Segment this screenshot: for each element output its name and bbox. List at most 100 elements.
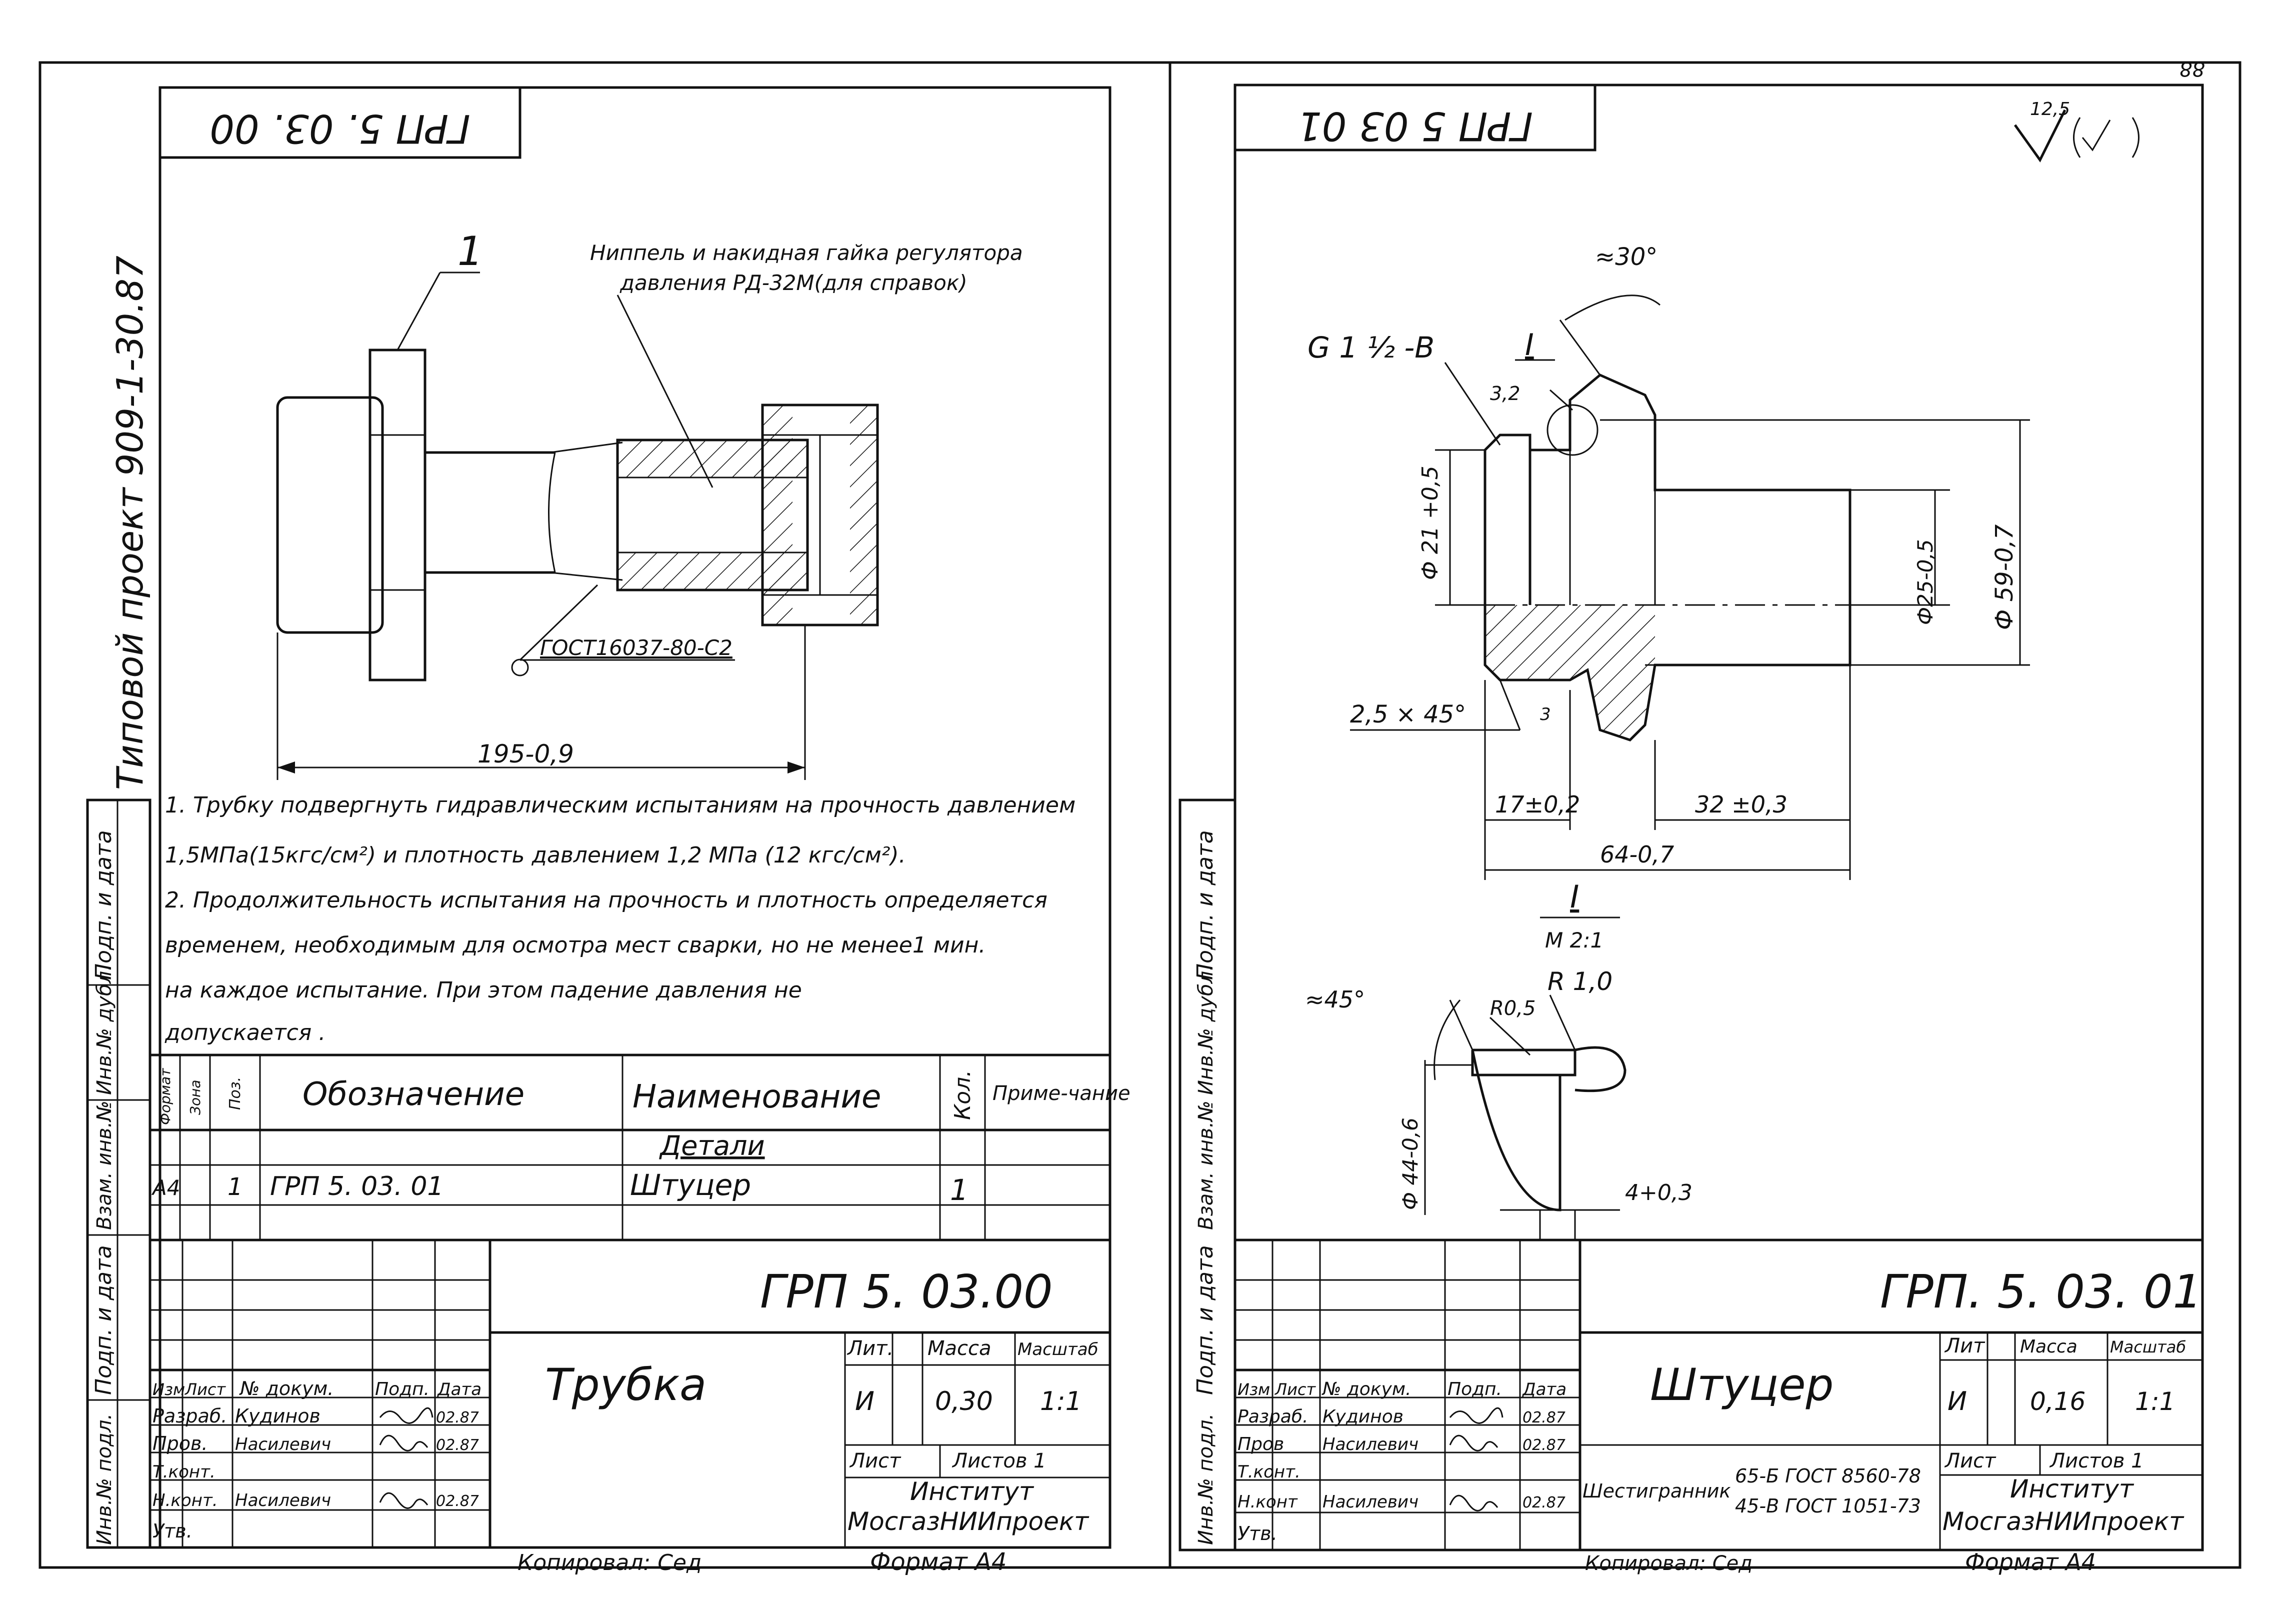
left-stamp-box [158, 86, 522, 159]
spec-header-qty: Кол. [950, 1070, 976, 1120]
left-col-label-4: Подп. [375, 1379, 430, 1400]
right-col-label-5: Дата [1522, 1380, 1566, 1400]
spec-row-qty: 1 [950, 1173, 968, 1207]
right-side-label-5: Инв.№ подл. [1194, 1414, 1218, 1545]
right-org-line-1: Институт [2010, 1474, 2134, 1504]
left-side-label-3: Взам. инв.№ [93, 1100, 116, 1230]
left-copied-label: Копировал: Сед [518, 1550, 702, 1576]
sheet-number: 88 [2180, 57, 2205, 80]
left-role-3: Т.конт. [152, 1462, 216, 1482]
right-role-4: Н.конт [1238, 1492, 1298, 1512]
spec-row-format: А4 [151, 1176, 180, 1200]
chamfer-label: 2,5 × 45° [1350, 700, 1466, 728]
left-col-label-2: Лист [184, 1380, 226, 1399]
detail-r-large: R 1,0 [1548, 967, 1612, 996]
detail-angle: ≈45° [1305, 986, 1365, 1013]
spec-header-format: Формат [157, 1068, 174, 1125]
spec-header-note: Приме-чание [992, 1082, 1130, 1105]
right-title: Штуцер [1650, 1359, 1834, 1410]
right-lit-value: И [1948, 1386, 1967, 1416]
spec-row-designation: ГРП 5. 03. 01 [270, 1172, 444, 1202]
spec-section-label: Детали [659, 1130, 765, 1162]
technical-notes: 1. Трубку подвергнуть гидравлическим исп… [164, 792, 1076, 1046]
left-signature-3 [379, 1492, 428, 1509]
note-line-3: 2. Продолжительность испытания на прочно… [165, 888, 1048, 913]
right-lit-label: Лит [1944, 1334, 1986, 1358]
left-org-line-1: Институт [910, 1477, 1034, 1506]
right-signature-2 [1449, 1434, 1498, 1452]
left-mass-label: Масса [928, 1337, 992, 1360]
right-stamp-box [1234, 84, 1596, 152]
spec-header-designation: Обозначение [302, 1076, 524, 1113]
len-32: 32 ±0,3 [1695, 791, 1788, 818]
left-scale-value: 1:1 [1040, 1386, 1082, 1416]
right-col-label-4: Подп. [1448, 1379, 1502, 1400]
right-role-2-name: Насилевич [1322, 1434, 1418, 1454]
right-stamp-code: ГРП 5 03 01 [1297, 103, 1533, 148]
dia-collar: Ф 59-0,7 [1990, 524, 2018, 630]
right-scale-value: 1:1 [2135, 1387, 2175, 1416]
nipple-note-line-1: Ниппель и накидная гайка регулятора [590, 240, 1023, 265]
right-col-label-2: Лист [1274, 1380, 1316, 1399]
weld-symbol-label: ГОСТ16037-80-С2 [540, 636, 732, 660]
right-side-label-2: Инв.№ дубл. [1194, 964, 1218, 1095]
right-signature-1 [1449, 1407, 1504, 1424]
spec-header-name: Наименование [632, 1078, 881, 1116]
spec-row-name: Штуцер [630, 1168, 751, 1202]
right-role-5: Утв. [1238, 1522, 1278, 1544]
left-side-label-5: Инв.№ подл. [93, 1414, 116, 1545]
right-title-block: Изм Лист № докум. Подп. Дата Разраб. Куд… [1234, 1238, 2204, 1552]
note-line-2: 1,5МПа(15кгс/см²) и плотность давлением … [165, 842, 906, 868]
left-role-1-name: Кудинов [235, 1405, 320, 1427]
angle-top: ≈30° [1595, 243, 1658, 271]
left-col-label-3: № докум. [239, 1378, 334, 1400]
left-lit-value: И [855, 1386, 874, 1416]
right-material-label: Шестигранник [1582, 1480, 1730, 1502]
left-side-label-1: Подп. и дата [91, 830, 116, 980]
right-side-label-4: Подп. и дата [1192, 1245, 1218, 1395]
right-org-line-2: МосгазНИИпроект [1942, 1507, 2184, 1536]
right-doc-code: ГРП. 5. 03. 01 [1880, 1265, 2202, 1318]
left-org-line-2: МосгазНИИпроект [848, 1507, 1090, 1536]
dia-shank: Ф25-0,5 [1913, 539, 1938, 625]
thread-label: G 1 ½ -В [1308, 330, 1434, 364]
right-material-2: 45-В ГОСТ 1051-73 [1735, 1495, 1921, 1517]
detail-r-small: R0,5 [1490, 997, 1536, 1020]
right-role-4-name: Насилевич [1322, 1492, 1418, 1512]
note-line-4: временем, необходимым для осмотра мест с… [165, 932, 986, 958]
left-role-2: Пров. [152, 1432, 208, 1454]
left-signature-1 [379, 1407, 434, 1424]
left-role-1-date: 02.87 [436, 1409, 479, 1426]
dia-bore: Ф 21 +0,5 [1418, 466, 1443, 580]
view-mark-I: I [1525, 328, 1534, 362]
left-role-2-name: Насилевич [235, 1434, 331, 1454]
note-line-1: 1. Трубку подвергнуть гидравлическим исп… [165, 792, 1076, 818]
note-line-5: на каждое испытание. При этом падение да… [165, 978, 802, 1003]
left-sheets-label: Листов 1 [952, 1450, 1046, 1472]
dimension-length: 195-0,9 [478, 740, 574, 768]
detail-view-I: I М 2:1 ≈45° R0,5 R 1,0 Ф 44-0,6 4+0,3 [1305, 878, 1692, 1240]
roughness-symbol [2014, 109, 2066, 162]
left-col-label-1: Изм [152, 1380, 185, 1399]
right-scale-label: Масштаб [2110, 1338, 2186, 1356]
left-role-4: Н.конт. [152, 1490, 218, 1510]
callout-position-1: 1 [458, 228, 483, 274]
nipple-note-line-2: давления РД-32М(для справок) [620, 270, 968, 295]
left-side-label-2: Инв.№ дубл. [93, 964, 116, 1095]
right-role-2: Пров [1238, 1434, 1284, 1454]
right-signature-3 [1449, 1494, 1498, 1512]
right-side-label-3: Взам. инв.№ [1194, 1100, 1218, 1230]
fitting-section-view: I G 1 ½ -В 3,2 ≈30° Ф 21 +0,5 Ф25-0,5 Ф … [1308, 243, 2030, 880]
left-mass-value: 0,30 [935, 1386, 993, 1416]
left-role-4-date: 02.87 [436, 1492, 479, 1510]
spec-header-pos: Поз. [226, 1077, 244, 1110]
spec-row-pos: 1 [228, 1173, 243, 1201]
right-side-strip [1178, 798, 1236, 1552]
dim-3: 3 [1540, 704, 1551, 724]
right-role-1-name: Кудинов [1322, 1406, 1404, 1427]
left-doc-code: ГРП 5. 03.00 [760, 1265, 1053, 1318]
left-lit-label: Лит. [846, 1337, 894, 1360]
left-col-label-5: Дата [436, 1380, 482, 1400]
spec-header-zone: Зона [187, 1080, 204, 1115]
